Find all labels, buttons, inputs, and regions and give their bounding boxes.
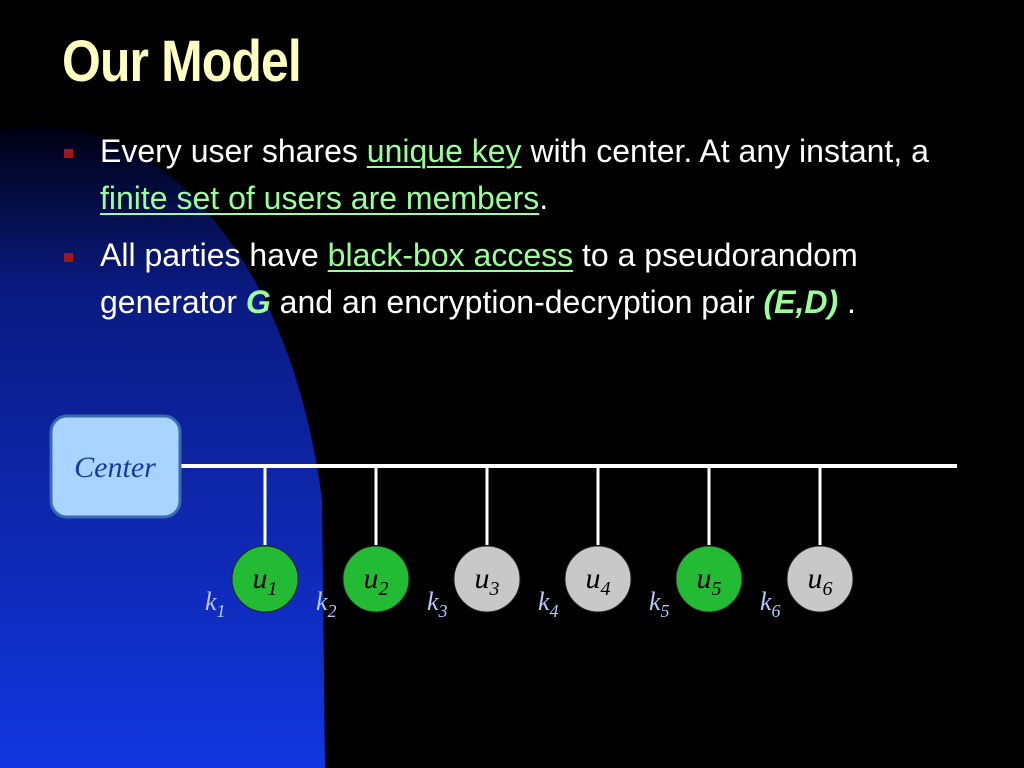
key-label: k5 (649, 587, 670, 621)
user-node[interactable] (231, 545, 299, 613)
user-label: u4 (586, 562, 611, 600)
link-black-box-access[interactable]: black-box access (327, 237, 574, 273)
bullet-item: All parties have black-box access to a p… (62, 232, 982, 326)
link-unique-key[interactable]: unique key (366, 133, 522, 169)
link-finite-set-members[interactable]: finite set of users are members (100, 180, 540, 216)
bullet-item: Every user shares unique key with center… (62, 128, 982, 222)
key-label: k2 (316, 587, 337, 621)
bullet-list: Every user shares unique key with center… (62, 128, 982, 336)
user-node[interactable] (786, 545, 854, 613)
page-title: Our Model (62, 29, 302, 94)
var-G: G (245, 284, 271, 320)
user-node[interactable] (564, 545, 632, 613)
key-label: k3 (427, 587, 448, 621)
user-label: u1 (253, 562, 278, 600)
user-label: u3 (475, 562, 500, 600)
center-label: Center (74, 451, 156, 484)
user-label: u5 (697, 562, 722, 600)
var-ED: (E,D) (763, 284, 839, 320)
key-label: k1 (205, 587, 226, 621)
key-label: k6 (760, 587, 781, 621)
user-node[interactable] (453, 545, 521, 613)
bullet-square-icon (64, 149, 73, 158)
bullet-square-icon (64, 253, 73, 262)
user-node[interactable] (675, 545, 743, 613)
user-label: u2 (364, 562, 389, 600)
key-label: k4 (538, 587, 559, 621)
user-node[interactable] (342, 545, 410, 613)
center-box[interactable] (49, 414, 182, 519)
user-label: u6 (808, 562, 833, 600)
